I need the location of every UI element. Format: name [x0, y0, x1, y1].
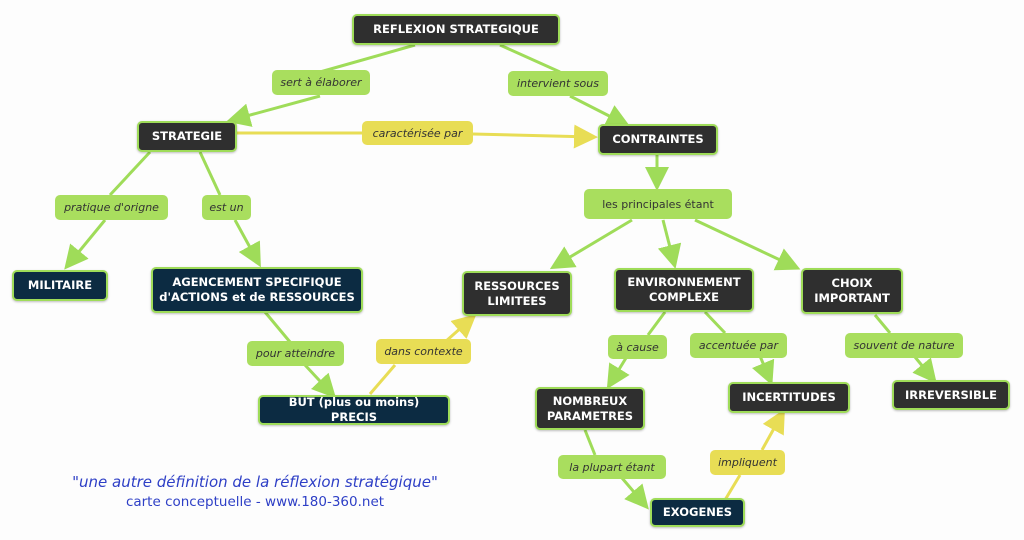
node-label: INCERTITUDES [742, 390, 836, 404]
node-label: BUT (plus ou moins) PRECIS [288, 395, 420, 424]
node-reflexion-strategique[interactable]: REFLEXION STRATEGIQUE [352, 14, 560, 45]
link-label: sert à élaborer [280, 76, 362, 89]
edge [549, 218, 633, 270]
link-pratique-dorigne[interactable]: pratique d'origne [55, 195, 168, 220]
edge [760, 408, 785, 451]
link-label: à cause [616, 340, 659, 354]
edge [606, 357, 630, 390]
link-label: pratique d'origne [64, 201, 159, 214]
link-est-un[interactable]: est un [202, 195, 251, 220]
edge [620, 477, 649, 510]
link-caracterisee-par[interactable]: caractérisée par [362, 121, 473, 145]
edge [303, 363, 337, 399]
node-militaire[interactable]: MILITAIRE [12, 270, 108, 301]
link-souvent-de-nature[interactable]: souvent de nature [845, 333, 963, 358]
node-label-line2: COMPLEXE [649, 290, 719, 304]
edge [263, 311, 292, 343]
caption-title: "une autre définition de la réflexion st… [72, 473, 438, 491]
edge [912, 356, 937, 384]
link-sert-a-elaborer[interactable]: sert à élaborer [272, 70, 370, 95]
edge [569, 94, 631, 127]
edge [583, 429, 597, 456]
link-dans-contexte[interactable]: dans contexte [376, 339, 471, 364]
link-pour-atteindre[interactable]: pour atteindre [247, 341, 344, 366]
edge [319, 43, 416, 74]
node-choix-important[interactable]: CHOIX IMPORTANT [801, 268, 903, 314]
node-irreversible[interactable]: IRREVERSIBLE [892, 380, 1010, 410]
link-label: accentuée par [698, 339, 779, 352]
node-label: IRREVERSIBLE [905, 387, 997, 402]
link-label: souvent de nature [853, 339, 955, 352]
node-label-line2: PARAMETRES [546, 408, 634, 423]
link-label: les principales étant [602, 197, 714, 211]
node-nombreux-parametres[interactable]: NOMBREUX PARAMETRES [535, 387, 645, 430]
edge [657, 219, 682, 269]
edge [64, 219, 107, 270]
node-label-line1: RESSOURCES [474, 278, 560, 293]
link-la-plupart-etant[interactable]: la plupart étant [558, 455, 666, 479]
node-environnement-complexe[interactable]: ENVIRONNEMENT COMPLEXE [614, 268, 754, 312]
node-label-line1: AGENCEMENT SPECIFIQUE [172, 275, 342, 289]
node-label-line1: CHOIX [831, 276, 873, 290]
edge [198, 151, 222, 196]
link-label: la plupart étant [569, 460, 655, 474]
edge [694, 218, 801, 271]
edge [703, 310, 727, 335]
node-incertitudes[interactable]: INCERTITUDES [728, 382, 850, 413]
link-accentuee-par[interactable]: accentuée par [690, 333, 787, 358]
edge [752, 355, 775, 386]
edge [226, 94, 321, 127]
edge [646, 311, 667, 336]
link-les-principales-etant[interactable]: les principales étant [584, 189, 732, 219]
link-a-cause[interactable]: à cause [608, 335, 667, 359]
node-label: STRATEGIE [151, 129, 223, 143]
node-label-line2: IMPORTANT [814, 291, 890, 305]
node-but[interactable]: BUT (plus ou moins) PRECIS [258, 395, 450, 425]
node-label-line1: NOMBREUX [552, 393, 628, 408]
node-label-line2: d'ACTIONS et de RESSOURCES [159, 290, 355, 304]
node-agencement[interactable]: AGENCEMENT SPECIFIQUE d'ACTIONS et de RE… [151, 267, 363, 313]
edge [723, 474, 742, 501]
node-contraintes[interactable]: CONTRAINTES [598, 124, 718, 155]
node-strategie[interactable]: STRATEGIE [137, 121, 237, 152]
link-label: intervient sous [517, 77, 599, 90]
node-label: EXOGENES [662, 505, 733, 519]
node-ressources-limitees[interactable]: RESSOURCES LIMITEES [462, 271, 572, 316]
edge [233, 219, 261, 268]
edge [472, 124, 598, 149]
node-label-line2: LIMITEES [487, 293, 547, 308]
link-label: est un [209, 201, 244, 214]
edge [873, 314, 892, 334]
edge [108, 150, 152, 197]
node-exogenes[interactable]: EXOGENES [650, 498, 745, 527]
link-impliquent[interactable]: impliquent [710, 450, 785, 475]
node-label: MILITAIRE [27, 278, 93, 292]
node-label: REFLEXION STRATEGIQUE [373, 22, 539, 36]
node-label-line1: ENVIRONNEMENT [627, 275, 741, 289]
link-label: dans contexte [384, 345, 463, 358]
edge [368, 364, 397, 395]
edge [444, 314, 477, 344]
caption-source: carte conceptuelle - www.180-360.net [125, 494, 385, 510]
link-label: pour atteindre [255, 347, 336, 360]
link-label: caractérisée par [372, 126, 463, 140]
link-intervient-sous[interactable]: intervient sous [508, 71, 608, 96]
link-label: impliquent [718, 456, 777, 469]
node-label: CONTRAINTES [612, 132, 704, 146]
edge [499, 43, 561, 74]
